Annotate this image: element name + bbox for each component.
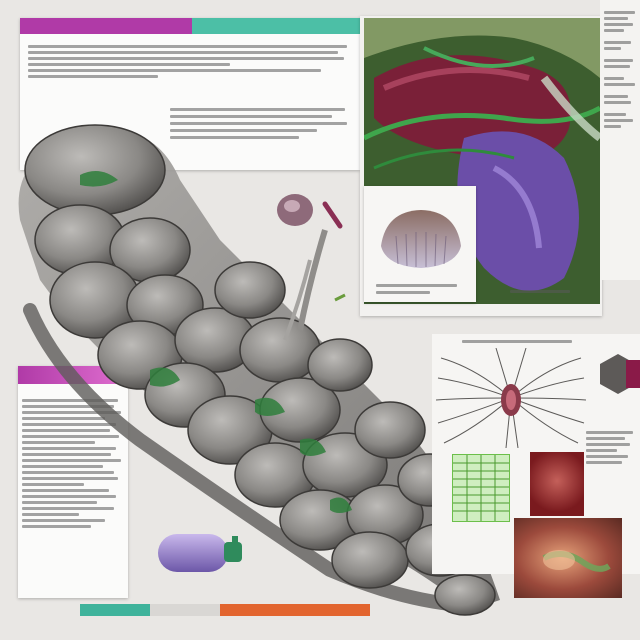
left-mid-text-panel [18, 366, 128, 598]
mushroom-inset-card [364, 186, 476, 302]
paragraph-lines [28, 42, 354, 102]
capsule-icon [150, 526, 250, 580]
tissue-micrograph [530, 452, 584, 516]
photo-caption-lines [510, 286, 570, 300]
organ-photo [364, 18, 600, 304]
paragraph-lines-lower [170, 104, 354, 164]
nerve-fiber-diagram [436, 348, 586, 448]
right-top-organ-panel [360, 16, 602, 316]
specimen-blob [270, 186, 350, 246]
diagram-title-lines [462, 336, 572, 344]
side-caption-lines [586, 428, 638, 488]
side-notes-panel [600, 0, 640, 280]
left-mid-text-lines [22, 396, 126, 592]
inset-caption-lines [376, 280, 466, 298]
side-notes-lines [604, 8, 638, 248]
bottom-right-photo [514, 518, 622, 598]
footer-bar [80, 604, 370, 616]
header-bar-magenta [20, 18, 192, 34]
mushroom-icon [376, 206, 466, 276]
hexagon-icon [596, 352, 640, 396]
data-table-thumbnail [452, 454, 510, 522]
header-bar-teal [192, 18, 360, 34]
